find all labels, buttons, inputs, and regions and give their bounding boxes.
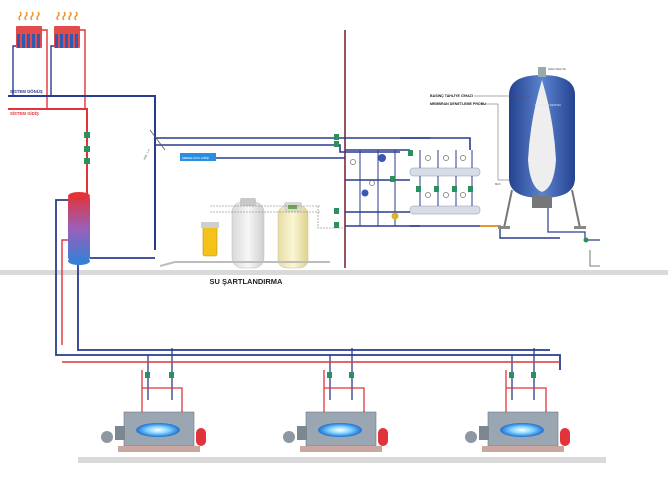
brine-tank [277, 202, 309, 269]
lower-supply-pipe [61, 239, 68, 345]
pump-icon [361, 154, 399, 220]
drain-pipe [589, 250, 600, 267]
radiator-icon [16, 11, 80, 48]
network-water-box [180, 153, 216, 161]
valve-icon [583, 237, 589, 243]
pressure-relief-label: BASINÇ TAHLİYE CİHAZI [430, 94, 473, 98]
treatment-pipes [210, 205, 345, 229]
system-supply-label: SİSTEM GİDİŞ [10, 111, 39, 116]
bracket-line [149, 129, 166, 151]
valve-icon [145, 372, 536, 378]
middle-pipes [155, 137, 471, 159]
water-treatment-label: SU ŞARTLANDIRMA [210, 277, 283, 286]
network-water-label: ŞEBEKE SUYU GİRİŞİ [182, 155, 209, 160]
filter-icon [201, 222, 219, 257]
upper-floor-line [0, 270, 668, 275]
lower-main-pipe [77, 265, 550, 351]
vertical-tag: MAX. 1 m [142, 148, 150, 160]
boiler-group-left [101, 348, 206, 452]
air-vent-label: HAVA TAHLİYE [548, 66, 566, 71]
radiator-pipes [12, 29, 86, 110]
lower-return-pipe [55, 199, 561, 370]
system-headers [8, 95, 156, 250]
treatment-base [159, 261, 330, 267]
boiler-group-right [465, 348, 570, 452]
valve-icon [84, 132, 90, 164]
expansion-tank-icon [498, 67, 586, 229]
lower-floor-line [78, 457, 606, 463]
system-return-label: SİSTEM DÖNÜŞ [10, 89, 43, 94]
boiler-group-middle [283, 348, 388, 452]
max-level-label: MAX [495, 182, 501, 186]
water-softener-tank [231, 198, 265, 269]
tank-outlet-pipe [547, 208, 600, 241]
expansion-tank-label: GENLEŞME DEPOSU [535, 103, 561, 107]
membrane-probe-label: MEMBRAN DENETLEME PROBU [430, 102, 486, 106]
leader-lines [474, 95, 530, 181]
gauge-icon [350, 155, 466, 198]
heat-exchanger-icon [68, 192, 90, 265]
valve-icon [334, 134, 473, 228]
